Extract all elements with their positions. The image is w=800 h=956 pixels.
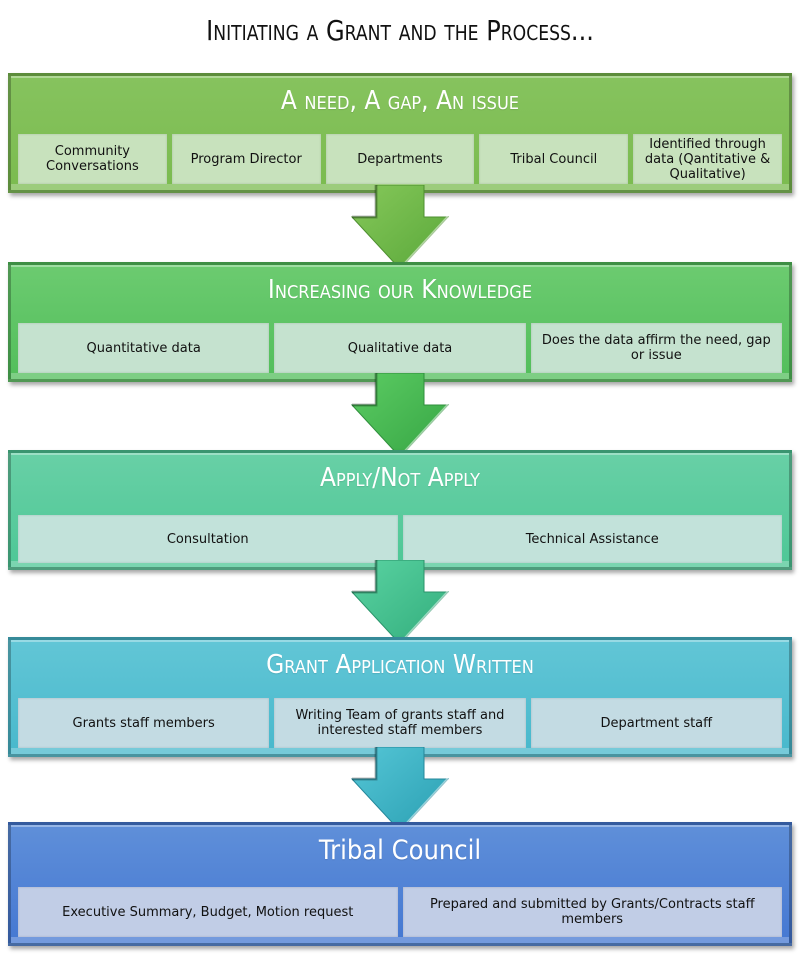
page-title: Initiating a Grant and the Process... (206, 14, 594, 47)
stage-title: Grant Application Written (266, 650, 534, 680)
stage-items: Quantitative data Qualitative data Does … (18, 323, 782, 373)
stage-item: Writing Team of grants staff and interes… (274, 698, 526, 748)
stage-item: Does the data affirm the need, gap or is… (530, 323, 782, 373)
stage-increasing-knowledge: Increasing our Knowledge Quantitative da… (8, 262, 792, 382)
stage-title: Apply/Not Apply (319, 463, 481, 493)
stage-item: Tribal Council (479, 134, 629, 184)
stage-title: A need, A gap, An issue (280, 86, 520, 116)
stage-apply-not-apply: Apply/Not Apply Consultation Technical A… (8, 450, 792, 570)
stage-need-gap-issue: A need, A gap, An issue Community Conver… (8, 73, 792, 193)
stage-tribal-council: Tribal Council Executive Summary, Budget… (8, 822, 792, 946)
stage-item: Quantitative data (18, 323, 270, 373)
stage-item: Department staff (530, 698, 782, 748)
stage-items: Grants staff members Writing Team of gra… (18, 698, 782, 748)
down-arrow-icon (350, 373, 450, 457)
stage-item: Community Conversations (18, 134, 167, 184)
down-arrow-icon (350, 185, 450, 269)
stage-title: Tribal Council (318, 835, 482, 866)
stage-item: Grants staff members (18, 698, 270, 748)
stage-item: Technical Assistance (402, 515, 782, 563)
stage-item: Consultation (18, 515, 398, 563)
down-arrow-icon (350, 747, 450, 831)
stage-item: Identified through data (Qantitative & Q… (633, 134, 782, 184)
stage-grant-application-written: Grant Application Written Grants staff m… (8, 637, 792, 757)
stage-item: Prepared and submitted by Grants/Contrac… (402, 887, 782, 937)
stage-item: Qualitative data (274, 323, 526, 373)
stage-item: Departments (325, 134, 475, 184)
stage-title: Increasing our Knowledge (267, 275, 533, 305)
stage-item: Program Director (171, 134, 321, 184)
stage-item: Executive Summary, Budget, Motion reques… (18, 887, 398, 937)
stage-items: Consultation Technical Assistance (18, 515, 782, 563)
stage-items: Executive Summary, Budget, Motion reques… (18, 887, 782, 937)
down-arrow-icon (350, 560, 450, 644)
stage-items: Community Conversations Program Director… (18, 134, 782, 184)
